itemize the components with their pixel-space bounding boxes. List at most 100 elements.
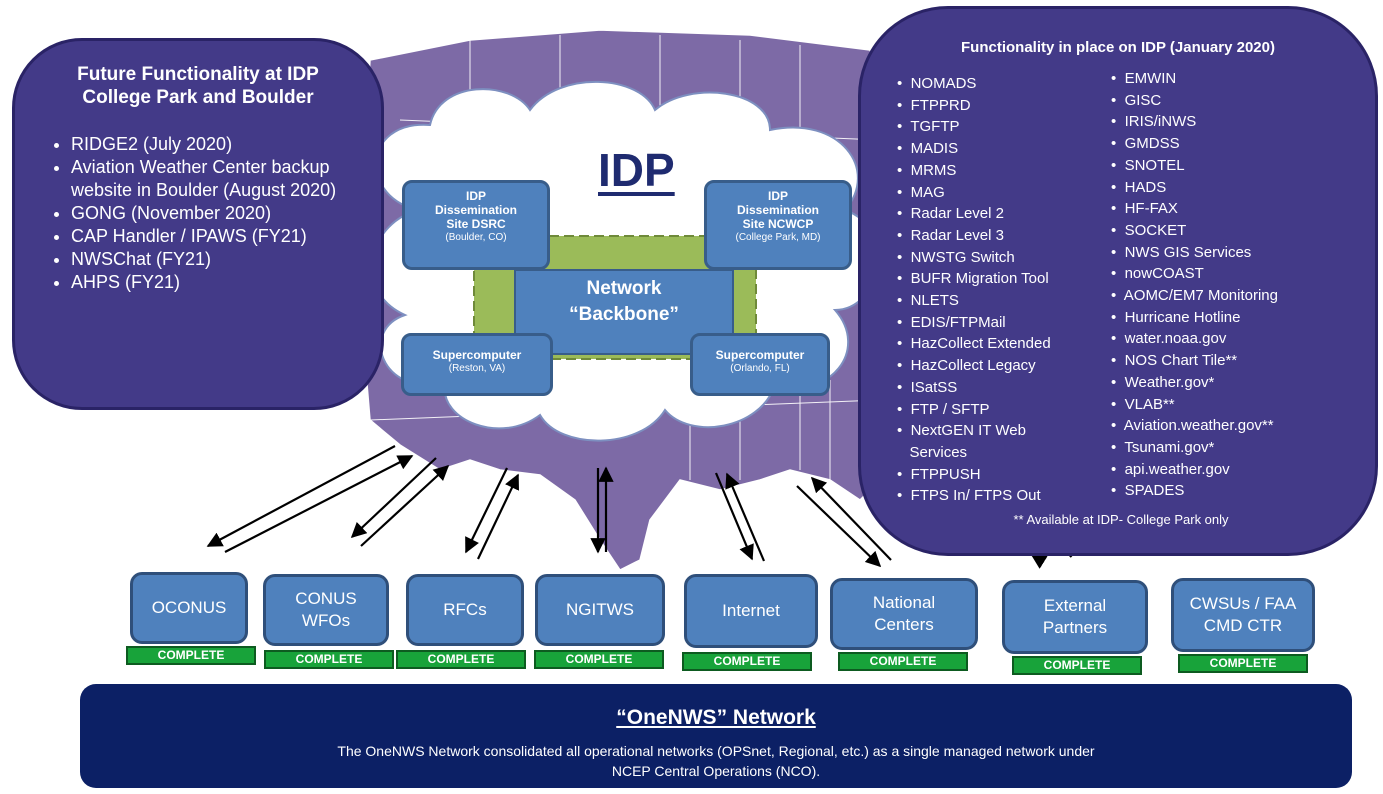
- status-badge: COMPLETE: [1178, 654, 1308, 673]
- future-title-line1: Future Functionality at IDP: [77, 64, 319, 85]
- current-functionality-panel: Functionality in place on IDP (January 2…: [858, 6, 1378, 556]
- supercomputer-orlando-box: Supercomputer (Orlando, FL): [690, 333, 830, 396]
- current-functionality-col1: • NOMADS • FTPPRD • TGFTP • MADIS • MRMS…: [897, 73, 1127, 507]
- onenws-description-line1: The OneNWS Network consolidated all oper…: [337, 743, 1095, 759]
- onenws-description: The OneNWS Network consolidated all oper…: [80, 741, 1352, 781]
- node-conus-wfos: CONUS WFOs: [263, 574, 389, 646]
- list-item: • HF-FAX: [1111, 200, 1178, 218]
- site-ncwcp-location: (College Park, MD): [735, 232, 821, 243]
- arrow-oconus-in: [224, 455, 414, 553]
- list-item: • FTP / SFTP: [897, 400, 990, 418]
- list-item: • EDIS/FTPMail: [897, 313, 1006, 331]
- list-item: • NOMADS: [897, 75, 977, 92]
- arrow-internet-out: [714, 472, 754, 561]
- list-item: • ISatSS: [897, 378, 958, 396]
- site-dsrc-line1: IDP: [465, 189, 486, 203]
- current-functionality-title: Functionality in place on IDP (January 2…: [961, 39, 1275, 56]
- list-item: • MAG: [897, 183, 945, 201]
- node-national-centers: National Centers: [830, 578, 978, 650]
- idp-title: IDP: [598, 144, 675, 196]
- list-item: • TGFTP: [897, 118, 960, 136]
- status-badge: COMPLETE: [1012, 656, 1142, 675]
- supercomputer-reston-location: (Reston, VA): [448, 363, 506, 374]
- list-item: • water.noaa.gov: [1111, 330, 1227, 348]
- node-internet: Internet: [684, 574, 818, 648]
- list-item: GONG (November 2020): [71, 202, 381, 225]
- future-functionality-list: RIDGE2 (July 2020) Aviation Weather Cent…: [15, 133, 381, 294]
- list-item: • NOS Chart Tile**: [1111, 352, 1238, 370]
- list-item: • Hurricane Hotline: [1111, 308, 1241, 326]
- site-ncwcp-line2: Dissemination: [736, 203, 820, 217]
- list-item: • BUFR Migration Tool: [897, 270, 1049, 288]
- list-item: • MADIS: [897, 140, 959, 158]
- status-badge: COMPLETE: [396, 650, 526, 669]
- list-item: • Weather.gov*: [1111, 373, 1215, 391]
- list-item: • SOCKET: [1111, 221, 1187, 239]
- current-functionality-col2: • EMWIN • GISC • IRIS/iNWS • GMDSS • SNO…: [1111, 68, 1361, 502]
- list-item: NWSChat (FY21): [71, 248, 381, 271]
- list-item: • FTPS In/ FTPS Out: [897, 487, 1041, 505]
- arrow-rfc-in: [477, 473, 519, 560]
- supercomputer-orlando-title: Supercomputer: [715, 348, 805, 362]
- list-item: • SPADES: [1111, 482, 1185, 500]
- list-item: • MRMS: [897, 161, 957, 179]
- site-dsrc-box: IDP Dissemination Site DSRC (Boulder, CO…: [402, 180, 550, 270]
- future-functionality-title: Future Functionality at IDP College Park…: [15, 63, 381, 109]
- list-item: • NWSTG Switch: [897, 248, 1015, 266]
- list-item: • HazCollect Legacy: [897, 357, 1036, 375]
- backbone-line1: Network: [586, 278, 662, 299]
- list-item: • FTPPRD: [897, 96, 971, 114]
- list-item: • GMDSS: [1111, 135, 1180, 153]
- supercomputer-reston-title: Supercomputer: [432, 348, 522, 362]
- list-item-continuation: Services: [909, 443, 968, 461]
- node-ngitws: NGITWS: [535, 574, 665, 646]
- site-ncwcp-box: IDP Dissemination Site NCWCP (College Pa…: [704, 180, 852, 270]
- status-badge: COMPLETE: [838, 652, 968, 671]
- list-item: • HADS: [1111, 178, 1167, 196]
- list-item: • HazCollect Extended: [897, 335, 1051, 353]
- supercomputer-reston-box: Supercomputer (Reston, VA): [401, 333, 553, 396]
- site-dsrc-location: (Boulder, CO): [445, 232, 507, 243]
- site-ncwcp-line1: IDP: [767, 189, 788, 203]
- status-badge: COMPLETE: [682, 652, 812, 671]
- list-item: • api.weather.gov: [1111, 460, 1230, 478]
- status-badge: COMPLETE: [126, 646, 256, 665]
- list-item: • Tsunami.gov*: [1111, 438, 1215, 456]
- list-item: CAP Handler / IPAWS (FY21): [71, 225, 381, 248]
- list-item: • NWS GIS Services: [1111, 243, 1252, 261]
- college-park-note: ** Available at IDP- College Park only: [1013, 512, 1229, 527]
- future-title-line2: College Park and Boulder: [82, 87, 314, 108]
- onenws-network-banner: “OneNWS” Network The OneNWS Network cons…: [80, 684, 1352, 788]
- list-item: • GISC: [1111, 91, 1162, 109]
- arrow-wfo-out: [350, 457, 437, 539]
- onenws-title: “OneNWS” Network: [616, 706, 816, 729]
- list-item: • SNOTEL: [1111, 156, 1185, 174]
- list-item: • Radar Level 3: [897, 226, 1004, 244]
- arrow-natctr-in: [810, 476, 892, 561]
- list-item: • VLAB**: [1111, 395, 1175, 413]
- arrow-internet-in: [725, 472, 766, 562]
- node-rfcs: RFCs: [406, 574, 524, 646]
- list-item: RIDGE2 (July 2020): [71, 133, 381, 156]
- supercomputer-orlando-location: (Orlando, FL): [730, 363, 790, 374]
- list-item: • Aviation.weather.gov**: [1111, 417, 1274, 435]
- arrow-rfc-out: [465, 467, 508, 554]
- future-functionality-panel: Future Functionality at IDP College Park…: [12, 38, 384, 410]
- arrow-oconus-out: [206, 445, 396, 547]
- site-dsrc-line3: Site DSRC: [446, 217, 506, 231]
- node-oconus: OCONUS: [130, 572, 248, 644]
- arrow-natctr-out: [796, 485, 882, 568]
- node-external-partners: External Partners: [1002, 580, 1148, 654]
- list-item: • NextGEN IT Web: [897, 422, 1026, 440]
- arrow-wfo-in: [360, 464, 450, 547]
- list-item: • AOMC/EM7 Monitoring: [1111, 287, 1278, 305]
- list-item: • NLETS: [897, 292, 959, 310]
- list-item: Aviation Weather Center backup website i…: [71, 156, 381, 202]
- list-item: AHPS (FY21): [71, 271, 381, 294]
- list-item: • Radar Level 2: [897, 205, 1004, 223]
- list-item: • nowCOAST: [1111, 265, 1204, 283]
- site-ncwcp-line3: Site NCWCP: [742, 217, 814, 231]
- onenws-description-line2: NCEP Central Operations (NCO).: [611, 763, 821, 779]
- status-badge: COMPLETE: [534, 650, 664, 669]
- site-dsrc-line2: Dissemination: [434, 203, 518, 217]
